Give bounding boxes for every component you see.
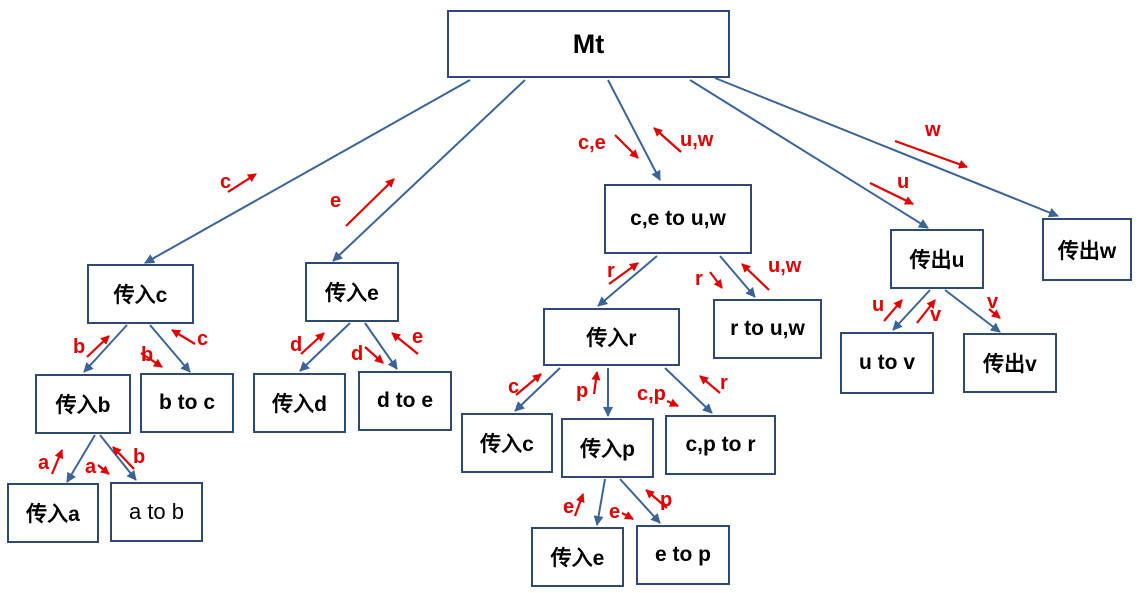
label-v-down: v [987, 291, 999, 313]
label-c-up-2: c [197, 328, 209, 350]
label-b-down: b [141, 344, 154, 366]
label-p-up-2: p [660, 489, 673, 511]
signal-arrow [50, 449, 64, 475]
signal-arrow [883, 299, 903, 322]
label-v-up: v [930, 304, 942, 326]
label-r-up-2: r [720, 372, 728, 394]
node-in-c-2: 传入c [461, 413, 553, 473]
label-e-up-2: e [412, 326, 424, 348]
node-r-to-uw: r to u,w [713, 299, 822, 359]
signal-arrow [608, 262, 639, 285]
signal-arrow [300, 332, 325, 355]
signal-arrow [614, 134, 639, 159]
connector-line [364, 322, 398, 370]
connector-line [332, 79, 526, 262]
node-in-a: 传入a [7, 483, 99, 543]
signal-arrow [227, 173, 257, 193]
label-u: u [897, 171, 910, 193]
label-d-up: d [290, 334, 303, 356]
label-uw-2: u,w [768, 255, 802, 277]
signal-arrow [591, 371, 601, 395]
label-w: w [925, 119, 941, 141]
signal-arrow [645, 489, 668, 509]
connector-line [689, 79, 929, 229]
node-in-p: 传入p [561, 418, 654, 478]
signal-arrow [709, 271, 723, 289]
signal-arrow [112, 446, 135, 470]
label-r-down: r [695, 268, 703, 290]
node-u-to-v: u to v [840, 332, 934, 394]
node-b-to-c: b to c [140, 373, 234, 433]
signal-arrow [515, 373, 542, 396]
tree-connectors [66, 77, 1059, 526]
label-a-down: a [85, 456, 97, 478]
connector-line [597, 255, 658, 307]
connector-line [99, 434, 137, 481]
node-e-to-p: e to p [636, 525, 730, 585]
signal-arrow [869, 182, 914, 205]
node-in-e-2: 传入e [531, 527, 624, 587]
label-e-down: e [609, 501, 621, 523]
node-in-b: 传入b [35, 374, 131, 434]
label-b-up-2: b [133, 446, 146, 468]
label-b-up: b [73, 336, 86, 358]
node-ce-to-uw: c,e to u,w [604, 184, 752, 254]
signal-arrow [391, 332, 419, 355]
node-d-to-e: d to e [358, 371, 452, 431]
node-mt: Mt [447, 10, 730, 78]
signal-arrow [741, 263, 770, 291]
signal-arrow [573, 493, 585, 517]
signal-arrow [621, 511, 634, 520]
label-c-up-3: c [508, 376, 520, 398]
node-a-to-b: a to b [110, 482, 203, 542]
node-cp-to-r: c,p to r [665, 415, 776, 475]
node-in-c: 传入c [87, 264, 194, 324]
label-a-up: a [38, 452, 50, 474]
connector-line [149, 324, 191, 373]
connector-line [664, 367, 713, 414]
signal-arrow [699, 375, 721, 394]
connector-line [66, 434, 96, 483]
signal-arrow [653, 127, 682, 153]
signal-arrow [988, 308, 1001, 319]
label-cp: c,p [637, 383, 666, 405]
node-out-u: 传出u [890, 229, 984, 289]
node-in-d: 传入d [253, 373, 346, 433]
label-r-up: r [607, 260, 615, 282]
signal-arrows [50, 127, 1001, 520]
connector-line [892, 289, 931, 331]
signal-arrow [171, 329, 196, 345]
label-c: c [220, 171, 232, 193]
signal-arrow [364, 346, 384, 364]
connector-line [144, 79, 471, 264]
signal-arrow [666, 398, 679, 408]
signal-arrow [140, 352, 163, 368]
node-in-e: 传入e [305, 262, 399, 322]
signal-arrow [97, 464, 110, 475]
label-e-up-3: e [563, 496, 575, 518]
node-out-v: 传出v [963, 333, 1057, 393]
signal-arrow [86, 335, 110, 358]
label-u-down-2: u [872, 294, 885, 316]
label-e: e [330, 190, 342, 212]
signal-arrow [916, 299, 936, 324]
connector-line [944, 289, 1001, 333]
connector-line [607, 79, 661, 181]
label-d-down: d [351, 343, 364, 365]
connector-line [299, 322, 351, 372]
label-uw: u,w [680, 129, 714, 151]
connector-line [719, 255, 756, 298]
node-out-w: 传出w [1042, 218, 1132, 281]
connector-line [514, 367, 561, 412]
signal-arrow [345, 178, 395, 227]
connector-line [83, 324, 128, 373]
label-p-up: p [576, 380, 589, 402]
connector-line [593, 478, 606, 526]
node-in-r: 传入r [543, 308, 680, 366]
connector-line [714, 77, 1059, 218]
connector-line [619, 478, 661, 524]
label-ce: c,e [578, 132, 606, 154]
signal-arrow [894, 139, 968, 169]
